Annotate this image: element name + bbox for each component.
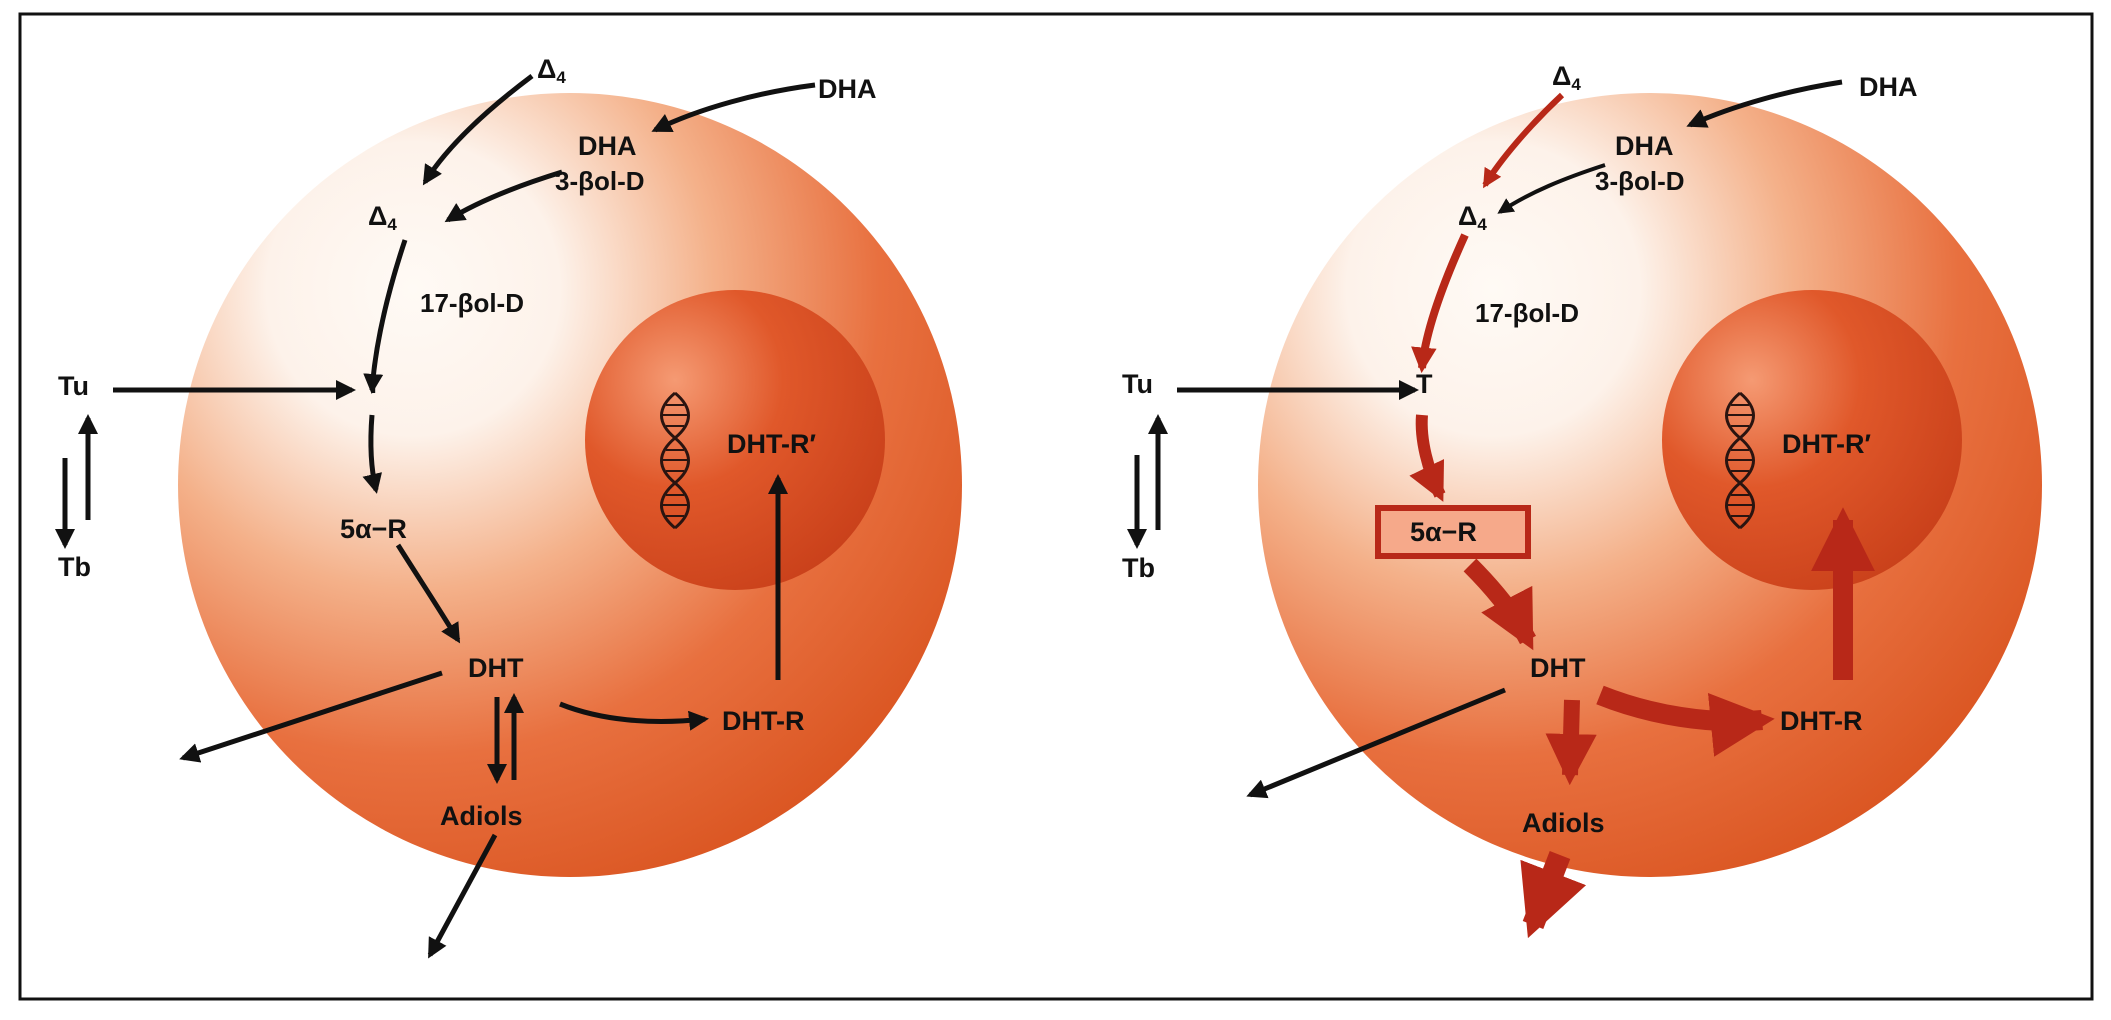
arrow-dha-to-delta4 bbox=[1497, 163, 1606, 214]
reductase-label: 5α−R bbox=[340, 514, 407, 544]
arrow-5ar-to-dht bbox=[1463, 558, 1536, 651]
delta4-label-inner: Δ4 bbox=[368, 201, 397, 234]
enzyme-17b-label: 17-βol-D bbox=[420, 288, 524, 318]
dna-helix-icon bbox=[1725, 391, 1755, 530]
reductase-label: 5α−R bbox=[1410, 517, 1477, 547]
adiols-label: Adiols bbox=[1522, 808, 1605, 838]
arrow-t-to-5ar bbox=[362, 414, 382, 494]
figure-frame bbox=[18, 12, 2094, 1001]
arrow-dha-in bbox=[1686, 79, 1843, 128]
dha-label-outer: DHA bbox=[1859, 72, 1918, 102]
dht-r-label: DHT-R bbox=[1780, 706, 1863, 736]
delta4-label-top: Δ4 bbox=[537, 54, 566, 87]
dht-r-label: DHT-R bbox=[722, 706, 805, 736]
arrow-dha-in bbox=[651, 82, 816, 133]
dna-helix-icon bbox=[660, 391, 690, 530]
pathway-arrows-red bbox=[1409, 92, 1876, 939]
arrow-t-to-5ar bbox=[1409, 414, 1446, 502]
tu-label: Tu bbox=[1122, 369, 1153, 399]
delta4-label-top: Δ4 bbox=[1552, 61, 1581, 94]
arrow-dht-to-dhtr bbox=[1596, 685, 1775, 757]
arrow-dht-to-adiols bbox=[1545, 699, 1597, 786]
pathway-arrows-black bbox=[1127, 79, 1843, 799]
arrow-dha-to-delta4 bbox=[444, 169, 563, 223]
delta4-label-inner: Δ4 bbox=[1458, 201, 1487, 234]
arrow-5ar-to-dht bbox=[395, 543, 461, 644]
t-label: T bbox=[1416, 369, 1433, 399]
arrow-adiols-out bbox=[1520, 851, 1587, 939]
arrow-delta4-in bbox=[422, 74, 534, 186]
cell-body bbox=[178, 93, 962, 877]
dha-label-inner: DHA bbox=[578, 131, 637, 161]
pathway-arrows bbox=[55, 74, 816, 959]
cell-nucleus bbox=[585, 290, 885, 590]
enzyme-3b-label: 3-βol-D bbox=[555, 166, 645, 196]
arrow-delta4-in bbox=[1482, 92, 1565, 189]
cell-body bbox=[1258, 93, 2042, 877]
t-label: T bbox=[365, 369, 382, 399]
arrow-delta4-to-t bbox=[1411, 233, 1469, 374]
enzyme-17b-label: 17-βol-D bbox=[1475, 298, 1579, 328]
arrow-dht-out bbox=[1246, 687, 1506, 799]
dht-label: DHT bbox=[468, 653, 524, 683]
panel-normal: Δ4 DHA DHA 3-βol-D Δ4 17-βol-D Tu T Tb 5… bbox=[55, 54, 962, 959]
panel-altered: Δ4 DHA DHA 3-βol-D Δ4 17-βol-D Tu T Tb 5… bbox=[1122, 61, 2042, 939]
reductase-highlight-box bbox=[1375, 505, 1531, 559]
dht-r-prime-label: DHT-R′ bbox=[727, 429, 816, 459]
adiols-label: Adiols bbox=[440, 801, 523, 831]
tb-label: Tb bbox=[1122, 553, 1155, 583]
dht-label: DHT bbox=[1530, 653, 1586, 683]
arrow-dht-out bbox=[179, 670, 443, 763]
arrow-adiols-out bbox=[427, 833, 498, 959]
tb-label: Tb bbox=[58, 552, 91, 582]
arrow-delta4-to-t bbox=[363, 239, 408, 394]
tu-label: Tu bbox=[58, 371, 89, 401]
arrow-dht-to-dhtr bbox=[559, 701, 709, 731]
dha-label-outer: DHA bbox=[818, 74, 877, 104]
dht-r-prime-label: DHT-R′ bbox=[1782, 429, 1871, 459]
dha-label-inner: DHA bbox=[1615, 131, 1674, 161]
enzyme-3b-label: 3-βol-D bbox=[1595, 166, 1685, 196]
